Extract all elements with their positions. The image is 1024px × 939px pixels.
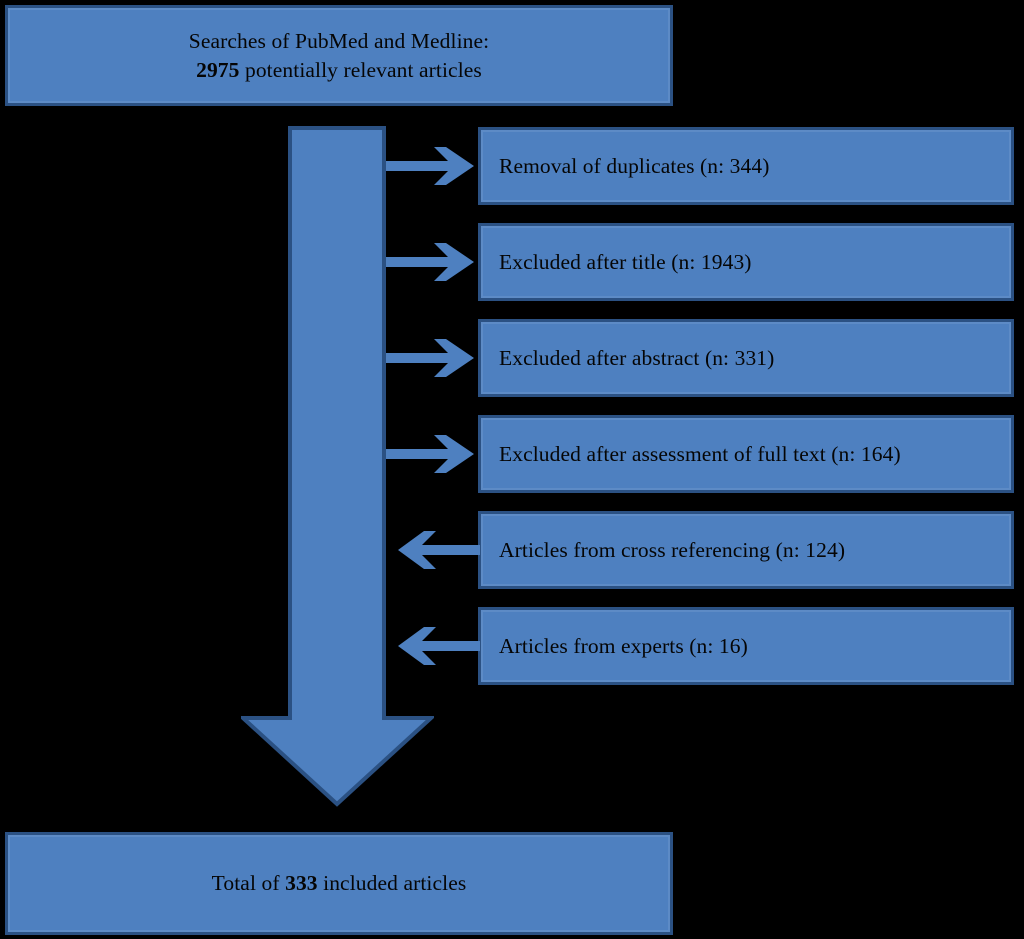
step-box-1: Removal of duplicates (n: 344) xyxy=(478,127,1014,205)
step-label-2: Excluded after title (n: 1943) xyxy=(499,249,752,274)
search-source-text: Searches of PubMed and Medline: 2975 pot… xyxy=(8,27,670,84)
step-box-5: Articles from cross referencing (n: 124) xyxy=(478,511,1014,589)
step-box-3: Excluded after abstract (n: 331) xyxy=(478,319,1014,397)
total-included-text: Total of 333 included articles xyxy=(8,869,670,897)
arrow-left-icon-6 xyxy=(398,624,480,668)
step-label-5: Articles from cross referencing (n: 124) xyxy=(499,537,846,562)
arrow-right-icon-1 xyxy=(386,144,476,188)
arrow-right-icon-4 xyxy=(386,432,476,476)
step-box-2: Excluded after title (n: 1943) xyxy=(478,223,1014,301)
step-label-3: Excluded after abstract (n: 331) xyxy=(499,345,775,370)
total-suffix: included articles xyxy=(317,871,467,896)
step-label-1: Removal of duplicates (n: 344) xyxy=(499,153,770,178)
step-box-4: Excluded after assessment of full text (… xyxy=(478,415,1014,493)
step-label-6: Articles from experts (n: 16) xyxy=(499,633,748,658)
total-count: 333 xyxy=(285,871,318,896)
arrow-right-icon-2 xyxy=(386,240,476,284)
total-included-box: Total of 333 included articles xyxy=(5,832,673,935)
step-box-6: Articles from experts (n: 16) xyxy=(478,607,1014,685)
search-source-box: Searches of PubMed and Medline: 2975 pot… xyxy=(5,5,673,106)
down-arrow-icon xyxy=(241,126,434,807)
arrow-right-icon-3 xyxy=(386,336,476,380)
arrow-left-icon-5 xyxy=(398,528,480,572)
search-source-line2-rest: potentially relevant articles xyxy=(239,57,482,82)
step-label-4: Excluded after assessment of full text (… xyxy=(499,441,901,466)
total-prefix: Total of xyxy=(211,871,286,896)
search-source-line1: Searches of PubMed and Medline: xyxy=(188,29,490,54)
search-source-count: 2975 xyxy=(196,57,240,82)
